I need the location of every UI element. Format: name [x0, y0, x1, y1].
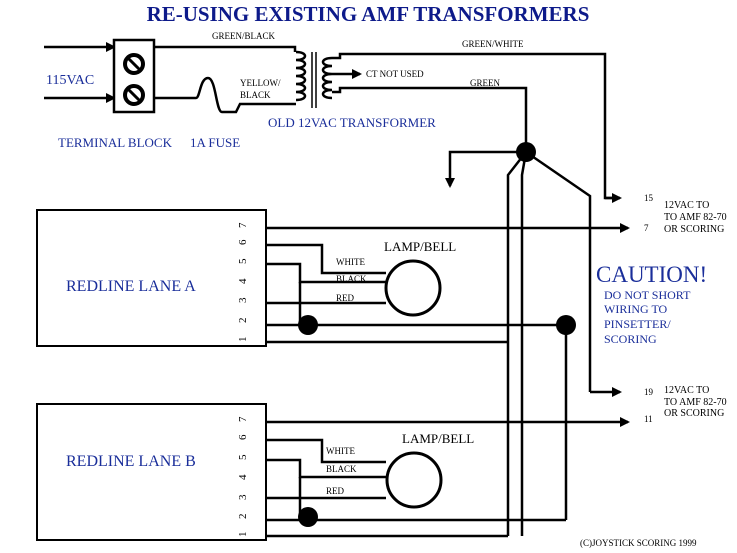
wire-green: [332, 86, 528, 152]
lane-a-out-label: OR SCORING: [664, 224, 724, 235]
transformer-icon: [295, 50, 333, 108]
lane-a-lamp-label: LAMP/BELL: [384, 239, 456, 254]
lane-a-name: REDLINE LANE A: [66, 278, 196, 295]
transformer-label: OLD 12VAC TRANSFORMER: [268, 115, 436, 130]
lane-a-pin: 4: [237, 278, 249, 284]
caution-line: SCORING: [604, 332, 657, 346]
caution-line: DO NOT SHORT: [604, 288, 691, 302]
lane-a-out-label: TO AMF 82-70: [664, 212, 727, 223]
fuse-wire: [154, 76, 296, 114]
lane-a-wire-label: BLACK: [336, 274, 367, 284]
lane-a-out-pin: 7: [644, 223, 649, 233]
lane-a-junction-left: [298, 315, 318, 335]
lane-a-wire-white: [266, 243, 386, 275]
copyright: (C)JOYSTICK SCORING 1999: [580, 538, 697, 548]
lane-a-wire-label: RED: [336, 293, 355, 303]
lane-b-lamp-icon: [385, 451, 443, 509]
wire-green-black: [154, 45, 297, 52]
lane-b-wire-label: BLACK: [326, 464, 357, 474]
terminal-block: [112, 38, 156, 114]
lane-b-pin: 6: [237, 434, 249, 440]
lane-b-wire-label: WHITE: [326, 446, 355, 456]
lane-a-pin: 7: [237, 222, 249, 228]
common-down-wire: [445, 150, 526, 188]
lane-a-out-pin: 15: [644, 193, 654, 203]
lane-a-pin: 3: [237, 297, 249, 303]
yellow-black-label-2: BLACK: [240, 90, 271, 100]
diagram-title: RE-USING EXISTING AMF TRANSFORMERS: [147, 2, 590, 26]
lane-b-pin: 3: [237, 494, 249, 500]
lane-a-box: [36, 209, 267, 347]
fuse-label: 1A FUSE: [190, 135, 240, 150]
lane-a: REDLINE LANE A 7 6 5 4 3 2 1 LAMP/BELL W…: [36, 193, 727, 520]
caution-line: PINSETTER/: [604, 317, 671, 331]
lane-b-out-label: 12VAC TO: [664, 385, 709, 396]
yellow-black-label-1: YELLOW/: [240, 78, 281, 88]
lane-b-pin: 5: [237, 454, 249, 460]
lane-b: REDLINE LANE B 7 6 5 4 3 2 1 LAMP/BELL W…: [36, 385, 727, 541]
ct-not-used-label: CT NOT USED: [366, 69, 424, 79]
lane-a-pin: 2: [237, 318, 249, 324]
wire-junction-left: [506, 151, 527, 536]
lane-b-box: [36, 403, 267, 541]
lane-a-lamp-icon: [384, 259, 442, 317]
lane-b-lamp-label: LAMP/BELL: [402, 431, 474, 446]
green-label: GREEN: [470, 78, 500, 88]
lane-b-junction: [298, 507, 318, 527]
green-white-label: GREEN/WHITE: [462, 39, 524, 49]
wire-junction-center: [520, 151, 528, 536]
lane-b-pin: 4: [237, 474, 249, 480]
input-voltage-label: 115VAC: [46, 73, 94, 88]
lane-b-name: REDLINE LANE B: [66, 453, 196, 470]
lane-b-out-pin: 19: [644, 387, 654, 397]
lane-b-wire-label: RED: [326, 486, 345, 496]
lane-a-pin: 1: [237, 337, 249, 343]
lane-b-wire-white: [266, 438, 386, 464]
lane-b-pin: 2: [237, 514, 249, 520]
lane-b-out-label: TO AMF 82-70: [664, 397, 727, 408]
caution-line: WIRING TO: [604, 302, 668, 316]
lane-b-out-label: OR SCORING: [664, 408, 724, 419]
wire-junction-right: [525, 150, 592, 392]
lane-b-wire-black-up: [266, 458, 386, 479]
lane-a-pin: 5: [237, 258, 249, 264]
caution-heading: CAUTION!: [596, 262, 707, 287]
lane-a-out-label: 12VAC TO: [664, 200, 709, 211]
terminal-block-label: TERMINAL BLOCK: [58, 135, 173, 150]
lane-a-pin: 6: [237, 239, 249, 245]
lane-b-pin: 7: [237, 416, 249, 422]
lane-b-out-pin: 11: [644, 414, 653, 424]
lane-a-wire-black-up: [266, 262, 386, 284]
caution-block: CAUTION! DO NOT SHORT WIRING TO PINSETTE…: [596, 262, 707, 346]
lane-a-wire-label: WHITE: [336, 257, 365, 267]
green-black-label: GREEN/BLACK: [212, 31, 276, 41]
lane-b-pin: 1: [237, 532, 249, 538]
